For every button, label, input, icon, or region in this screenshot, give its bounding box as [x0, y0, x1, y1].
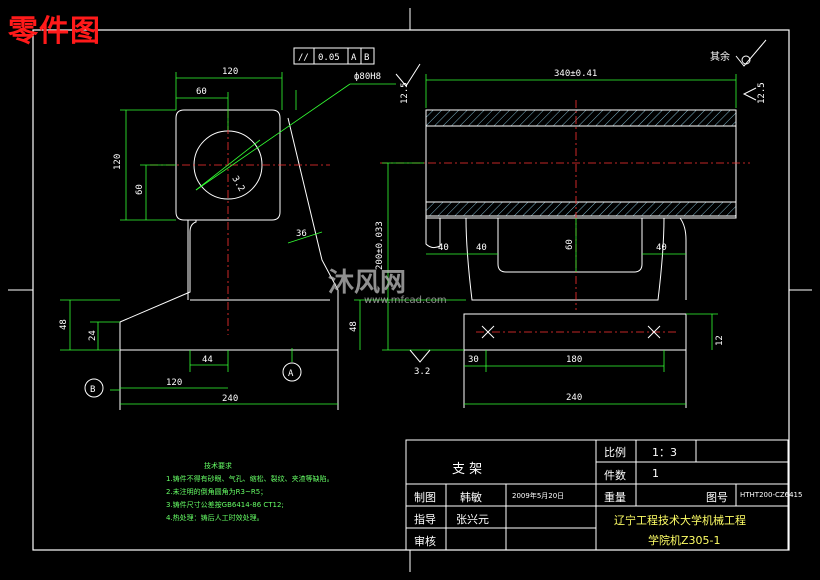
- support-right: [679, 217, 687, 300]
- watermark: 沐风网 www.mfcad.com: [328, 262, 447, 306]
- dim-240-left: 240: [222, 394, 238, 404]
- title-block-grid: [405, 439, 789, 551]
- right-centerlines: [380, 100, 750, 333]
- dim-60-left: 60: [135, 184, 145, 195]
- dim-12-5-left: 12.5: [400, 82, 410, 104]
- left-dim-texts: 120 60 120 60 3.2 36 48 24 44 120 240 ф8…: [59, 67, 381, 404]
- dim-240-right: 240: [566, 393, 582, 403]
- drawn-date: 2009年5月20日: [512, 492, 565, 500]
- dim-120-top: 120: [222, 67, 238, 77]
- school-line-2: 学院机Z305-1: [648, 534, 721, 547]
- dim-3-2: 3.2: [229, 175, 246, 194]
- note-line: 2.未注明的倒角圆角为R3~R5；: [166, 488, 268, 496]
- technical-notes: 技术要求 1.铸件不得有砂眼、气孔、缩松、裂纹、夹渣等缺陷。 2.未注明的倒角圆…: [166, 460, 334, 525]
- support-window: [497, 218, 643, 273]
- dim-36: 36: [296, 229, 307, 239]
- hatch-top: [425, 109, 737, 127]
- drawing-no: HTHT200-CZ6415: [740, 491, 803, 499]
- drawn-label: 制图: [414, 491, 436, 504]
- check-label: 指导: [414, 513, 436, 526]
- dim-120-bottom: 120: [166, 378, 182, 388]
- dim-120-left: 120: [113, 154, 123, 170]
- dim-40-c: 40: [656, 243, 667, 253]
- rest-roughness-label: 其余: [710, 50, 730, 63]
- watermark-main: 沐风网: [328, 268, 407, 298]
- tol-value: 0.05: [318, 53, 340, 63]
- dim-12-5-right: 12.5: [757, 82, 767, 104]
- dim-60-right: 60: [565, 239, 575, 250]
- right-dim-texts: 340±0.41 200±0.033 48 40 40 60 40 30 180…: [349, 50, 767, 403]
- watermark-sub: www.mfcad.com: [364, 295, 447, 306]
- qty-label: 件数: [604, 469, 626, 482]
- bracket-left-edge: [175, 118, 196, 221]
- left-centerlines: [150, 110, 330, 335]
- note-line: 4.热处理：铸后人工时效处理。: [166, 514, 264, 522]
- support-left: [425, 218, 441, 249]
- left-view: [119, 109, 339, 410]
- qty-value: 1: [652, 467, 659, 480]
- datum-b-label: B: [90, 385, 95, 395]
- base-plate: [463, 313, 687, 351]
- dim-3-2-b: 3.2: [414, 367, 430, 377]
- checked-by: 张兴元: [456, 513, 489, 526]
- scale-label: 比例: [604, 446, 626, 459]
- dim-48-right: 48: [349, 321, 359, 332]
- dim-40-a: 40: [438, 243, 449, 253]
- dim-30: 30: [468, 355, 479, 365]
- bore-callout: ф80H8: [354, 72, 381, 82]
- drawing-no-label: 图号: [706, 491, 728, 504]
- tol-symbol: //: [298, 53, 309, 63]
- dim-24: 24: [88, 330, 98, 341]
- cross-marks: [481, 325, 661, 339]
- school-line-1: 辽宁工程技术大学机械工程: [614, 514, 746, 527]
- notes-heading: 技术要求: [204, 462, 232, 470]
- datum-markers: B A: [84, 362, 302, 398]
- support-body: [465, 217, 665, 301]
- dim-340: 340±0.41: [554, 69, 597, 79]
- left-dimensions: [60, 72, 396, 405]
- dim-48-left: 48: [59, 319, 69, 330]
- note-line: 1.铸件不得有砂眼、气孔、缩松、裂纹、夹渣等缺陷。: [166, 475, 334, 483]
- tol-datum-a: A: [351, 53, 357, 63]
- note-line: 3.铸件尺寸公差按GB6414-86 CT12;: [166, 501, 284, 509]
- dim-60-top: 60: [196, 87, 207, 97]
- roughness-symbols: [395, 39, 767, 363]
- datum-a-label: A: [288, 369, 294, 379]
- tol-datum-b: B: [364, 53, 369, 63]
- dim-180: 180: [566, 355, 582, 365]
- audit-label: 审核: [414, 535, 436, 548]
- dim-40-b: 40: [476, 243, 487, 253]
- scale-value: 1：3: [652, 446, 677, 459]
- drawn-by: 韩敏: [460, 491, 482, 504]
- drawing-title: 零件图: [8, 14, 101, 49]
- dim-44: 44: [202, 355, 213, 365]
- part-name: 支 架: [452, 462, 483, 477]
- dim-12: 12: [715, 335, 725, 346]
- hatch-bottom: [425, 201, 737, 217]
- weight-label: 重量: [604, 491, 626, 504]
- right-dimensions: [354, 74, 737, 405]
- bracket-outline: [119, 109, 339, 351]
- dim-200: 200±0.033: [375, 221, 385, 270]
- tolerance-frame: // 0.05 A B: [293, 47, 375, 65]
